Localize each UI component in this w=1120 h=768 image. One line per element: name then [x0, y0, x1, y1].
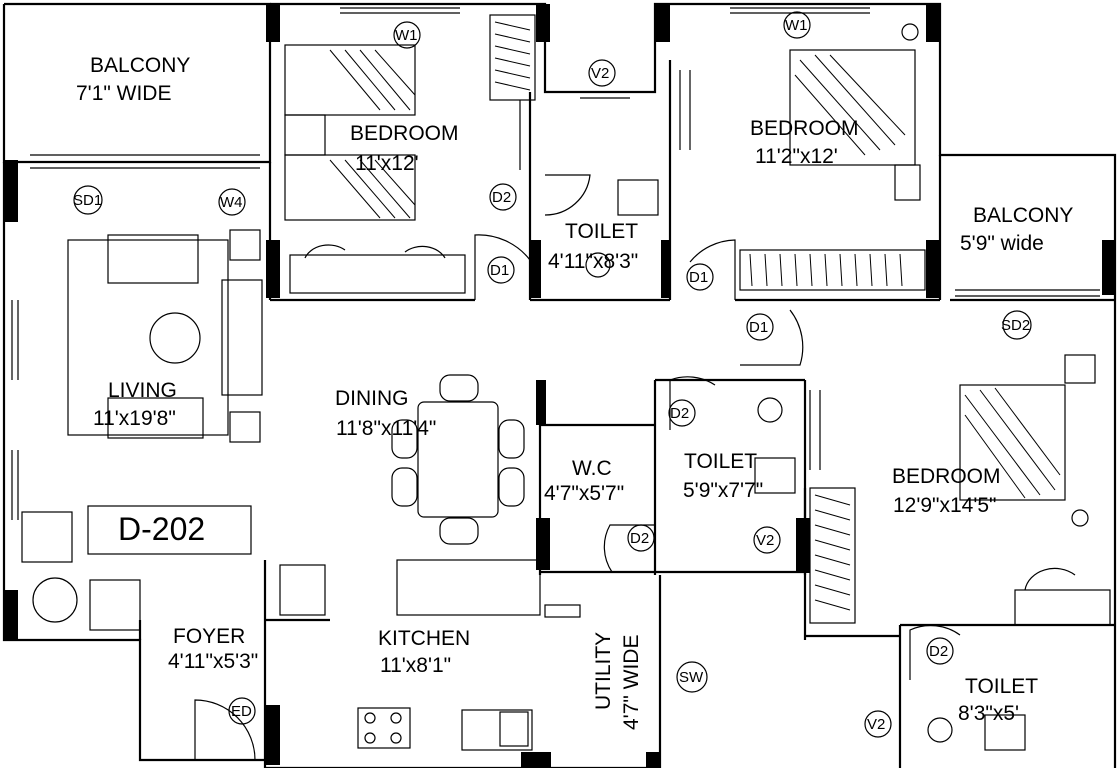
columns — [4, 4, 1116, 768]
tag-15: V2 — [867, 716, 885, 733]
room-12-size: 4'7" WIDE — [620, 635, 643, 730]
room-10-name: FOYER — [173, 625, 245, 648]
room-3-size: 11'2"x12' — [755, 145, 838, 168]
plan-id: D-202 — [118, 511, 205, 547]
tag-10: D2 — [670, 405, 689, 422]
room-4-size: 5'9" wide — [960, 232, 1044, 255]
room-9-size: 12'9"x14'5" — [893, 494, 997, 517]
room-12-name: UTILITY — [592, 632, 615, 710]
room-6-size: 11'8"x11'4" — [336, 417, 436, 440]
bed-right — [739, 23, 926, 291]
tag-2: W1 — [785, 17, 808, 34]
tag-14: D2 — [929, 643, 948, 660]
door-swings — [194, 174, 961, 761]
tag-0: W1 — [395, 27, 418, 44]
tag-16: ED — [231, 703, 252, 720]
tag-9: SD2 — [1001, 317, 1030, 334]
room-10-size: 4'11"x5'3" — [168, 650, 258, 673]
room-9-name: BEDROOM — [892, 465, 1001, 488]
dining-table — [391, 374, 525, 545]
room-11-size: 11'x8'1" — [380, 654, 451, 677]
tag-12: V2 — [756, 532, 774, 549]
tags: W1 V2 W1 D2 SD1 W4 D1 D1 D1 SD2 D2 D2 V2… — [73, 11, 1032, 738]
tag-11: D2 — [630, 530, 649, 547]
room-8-size: 5'9"x7'7" — [683, 479, 763, 502]
room-7-name: W.C — [572, 457, 612, 480]
room-labels: BALCONY 7'1" WIDE BEDROOM 11'x12' TOILET… — [76, 54, 1073, 730]
room-5-size: 11'x19'8" — [93, 407, 176, 430]
tag-4: SD1 — [73, 192, 102, 209]
tag-1: V2 — [591, 65, 609, 82]
living-furniture — [21, 229, 263, 631]
bed-lower-right — [809, 354, 1111, 626]
room-4-name: BALCONY — [973, 204, 1073, 227]
room-0-name: BALCONY — [90, 54, 190, 77]
kitchen-counter — [279, 559, 581, 751]
tag-3: D2 — [492, 189, 511, 206]
toilet-fixtures — [585, 179, 1026, 751]
room-8-name: TOILET — [684, 450, 757, 473]
tag-13: SW — [679, 669, 704, 686]
room-1-name: BEDROOM — [350, 122, 459, 145]
windows — [11, 7, 1100, 520]
room-5-name: LIVING — [108, 379, 177, 402]
tag-6: D1 — [490, 262, 509, 279]
room-2-name: TOILET — [565, 220, 638, 243]
room-6-name: DINING — [335, 387, 409, 410]
room-2-size: 4'11"x8'3" — [548, 250, 638, 273]
bed-left — [284, 44, 466, 294]
interior-walls — [138, 60, 1115, 640]
room-13-name: TOILET — [965, 675, 1038, 698]
tag-7: D1 — [689, 269, 708, 286]
room-1-size: 11'x12' — [355, 152, 419, 175]
room-7-size: 4'7"x5'7" — [544, 482, 624, 505]
tag-5: W4 — [220, 194, 243, 211]
tag-8: D1 — [749, 319, 768, 336]
room-11-name: KITCHEN — [378, 627, 470, 650]
plan-id-box: D-202 — [87, 505, 252, 555]
room-0-size: 7'1" WIDE — [76, 82, 171, 105]
room-13-size: 8'3"x5' — [958, 702, 1019, 725]
wardrobe-top — [489, 14, 536, 101]
room-3-name: BEDROOM — [750, 117, 859, 140]
